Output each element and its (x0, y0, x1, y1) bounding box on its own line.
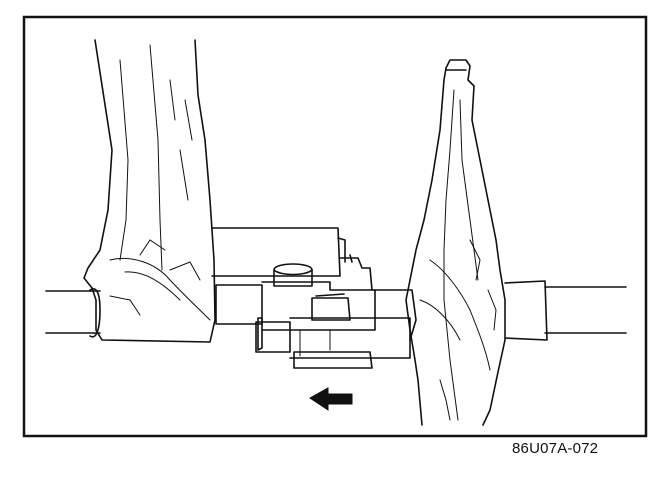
housing-block (211, 227, 373, 291)
main-shaft (45, 280, 627, 341)
right-gear (405, 59, 506, 426)
figure-code: 86U07A-072 (512, 440, 599, 457)
shift-assembly (215, 263, 417, 369)
figure-border (22, 15, 648, 438)
direction-arrow (309, 387, 353, 411)
left-gear (83, 39, 216, 343)
